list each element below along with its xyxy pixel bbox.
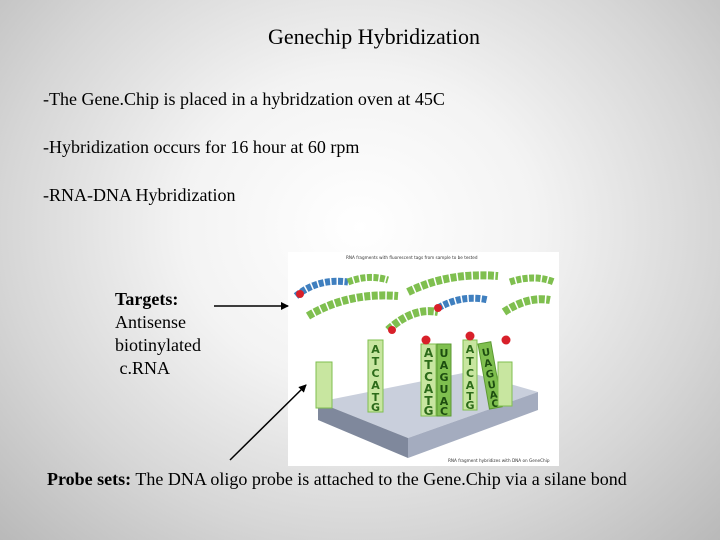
rna-base: C: [491, 398, 500, 410]
genechip-hybridization-figure: RNA fragments with fluorescent tags from…: [288, 252, 559, 466]
rna-base: A: [440, 359, 449, 372]
rna-base: G: [439, 371, 448, 384]
probe-base: C: [466, 367, 474, 380]
targets-line-3: c.RNA: [115, 358, 171, 378]
slide-title: Genechip Hybridization: [268, 24, 480, 49]
fluorescent-tag-2: [388, 326, 396, 334]
platform-front-right: [408, 392, 538, 458]
rna-strand-8: [501, 295, 551, 316]
targets-heading: Targets:: [115, 289, 179, 309]
targets-line-1: Antisense: [115, 312, 186, 332]
rna-base: U: [481, 347, 491, 359]
probe-column-3: U A G U A C: [436, 343, 452, 418]
rna-base: U: [440, 383, 449, 396]
bullet-oven: -The Gene.Chip is placed in a hybridzati…: [43, 89, 445, 109]
figure-caption-top: RNA fragments with fluorescent tags from…: [346, 255, 478, 260]
probe-base: G: [465, 399, 474, 412]
fluorescent-tag-4: [421, 335, 431, 345]
probe-base: A: [424, 382, 434, 396]
probe-base: T: [466, 355, 474, 368]
fluorescent-tag-1: [296, 290, 304, 298]
probe-column-1: A T C A T G: [367, 339, 384, 414]
probe-base: A: [424, 346, 434, 360]
probe-column-2: A T C A T G: [420, 343, 437, 418]
probe-sets-caption: Probe sets: The DNA oligo probe is attac…: [47, 469, 627, 490]
probe-column-5: U A G U A C: [477, 341, 503, 410]
probe-base: G: [371, 401, 380, 414]
probe-sets-label: Probe sets:: [47, 469, 132, 489]
probe-columns: A T C A T G A T C A T G U A G U A C A: [315, 331, 513, 418]
fluorescent-tag-6: [501, 335, 511, 345]
probe-base: A: [371, 343, 380, 356]
probe-base: G: [424, 404, 434, 418]
probe-base: C: [424, 370, 433, 384]
bullet-duration: -Hybridization occurs for 16 hour at 60 …: [43, 137, 360, 157]
probe-base: A: [466, 343, 475, 356]
platform-front-left: [318, 402, 408, 458]
probe-base: A: [466, 379, 475, 392]
rna-strand-2: [346, 273, 390, 286]
probe-column-stub-1: [315, 361, 333, 409]
probe-column-4: A T C A T G: [462, 339, 478, 412]
probe-base: T: [424, 394, 433, 408]
probe-sets-text: The DNA oligo probe is attached to the G…: [131, 469, 627, 489]
fluorescent-tag-5: [465, 331, 475, 341]
probe-base: T: [424, 358, 433, 372]
rna-base: A: [440, 395, 449, 408]
rna-base: A: [483, 358, 493, 370]
probe-base: T: [372, 391, 380, 404]
rna-strand-6: [508, 274, 556, 286]
rna-base: A: [489, 389, 499, 401]
rna-fragments: [293, 271, 556, 334]
rna-base: C: [440, 405, 448, 418]
bullet-rna-dna: -RNA-DNA Hybridization: [43, 185, 236, 205]
rna-base: G: [485, 369, 495, 381]
rna-strand-3: [305, 291, 399, 320]
targets-line-2: biotinylated: [115, 335, 201, 355]
probe-base: A: [371, 379, 380, 392]
fluorescent-tag-3: [434, 304, 442, 312]
probe-column-stub-2: [497, 361, 513, 407]
rna-strand-5: [436, 294, 489, 312]
rna-base: U: [440, 347, 449, 360]
targets-label-block: Targets: Antisense biotinylated c.RNA: [115, 288, 201, 380]
rna-base: U: [487, 380, 497, 392]
rna-strand-4: [406, 271, 499, 296]
probe-base: T: [466, 390, 474, 403]
figure-caption-bottom: RNA fragment hybridizes with DNA on Gene…: [448, 458, 550, 463]
probe-base: C: [371, 367, 379, 380]
probe-base: T: [372, 355, 380, 368]
